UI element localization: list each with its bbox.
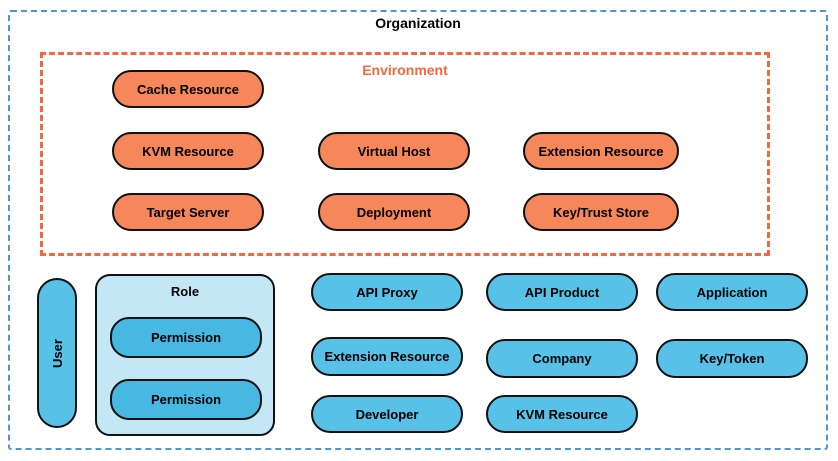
node-target-server: Target Server bbox=[112, 193, 264, 231]
node-kvm-resource-env: KVM Resource bbox=[112, 132, 264, 170]
environment-container bbox=[40, 52, 770, 256]
node-key-trust-store: Key/Trust Store bbox=[523, 193, 679, 231]
node-extension-resource-env: Extension Resource bbox=[523, 132, 679, 170]
node-cache-resource: Cache Resource bbox=[112, 70, 264, 108]
environment-title: Environment bbox=[362, 62, 448, 78]
node-api-product: API Product bbox=[486, 273, 638, 311]
node-user: User bbox=[37, 278, 77, 428]
node-user-label: User bbox=[49, 338, 65, 368]
node-deployment: Deployment bbox=[318, 193, 470, 231]
node-key-token: Key/Token bbox=[656, 339, 808, 378]
node-extension-resource-org: Extension Resource bbox=[311, 337, 463, 376]
node-company: Company bbox=[486, 339, 638, 378]
node-api-proxy: API Proxy bbox=[311, 273, 463, 311]
organization-container bbox=[8, 10, 828, 450]
node-permission-top: Permission bbox=[110, 317, 262, 358]
node-developer: Developer bbox=[311, 395, 463, 433]
node-role-label: Role bbox=[170, 284, 200, 299]
node-kvm-resource-org: KVM Resource bbox=[486, 395, 638, 433]
organization-title: Organization bbox=[375, 15, 461, 31]
node-role-container: Role Permission Permission bbox=[95, 274, 275, 436]
node-permission-bottom: Permission bbox=[110, 379, 262, 420]
node-virtual-host: Virtual Host bbox=[318, 132, 470, 170]
node-application: Application bbox=[656, 273, 808, 311]
